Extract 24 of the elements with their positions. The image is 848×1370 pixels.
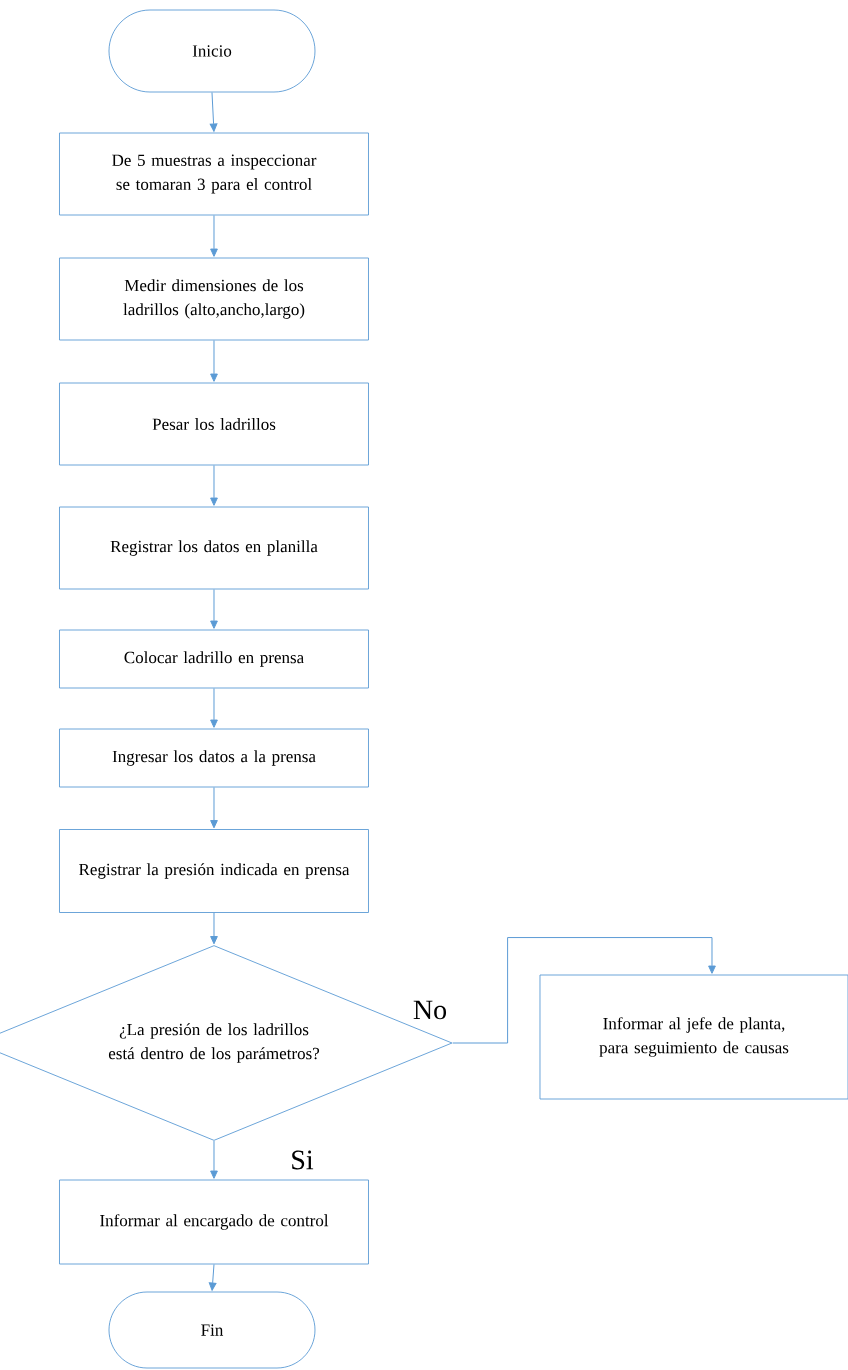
arrow (210, 912, 218, 945)
arrow (210, 339, 218, 382)
process-box: Informar al encargado de control (59, 1179, 369, 1265)
process-box: Ingresar los datos a la prensa (59, 728, 369, 788)
process-box: Medir dimensiones de los ladrillos (alto,ancho,largo) (59, 257, 369, 341)
arrow (210, 1140, 218, 1179)
arrow (452, 937, 716, 1044)
start-terminal: Inicio (108, 9, 316, 93)
process-box: Pesar los ladrillos (59, 382, 369, 466)
arrow (210, 588, 218, 629)
end-terminal: Fin (108, 1291, 316, 1369)
arrow (210, 687, 218, 728)
process-box: Registrar la presión indicada en prensa (59, 829, 369, 913)
edge-label: No (411, 999, 449, 1021)
arrow (209, 91, 218, 132)
arrow (210, 464, 218, 506)
arrow (210, 786, 218, 829)
process-box: Colocar ladrillo en prensa (59, 629, 369, 689)
process-box: De 5 muestras a inspeccionar se tomaran 3 para el control (59, 132, 369, 216)
edge-label: Si (289, 1149, 315, 1171)
arrow (208, 1263, 217, 1291)
arrow (210, 214, 218, 257)
process-box: Informar al jefe de planta, para seguimiento de causas (539, 974, 848, 1100)
process-box: Registrar los datos en planilla (59, 506, 369, 590)
